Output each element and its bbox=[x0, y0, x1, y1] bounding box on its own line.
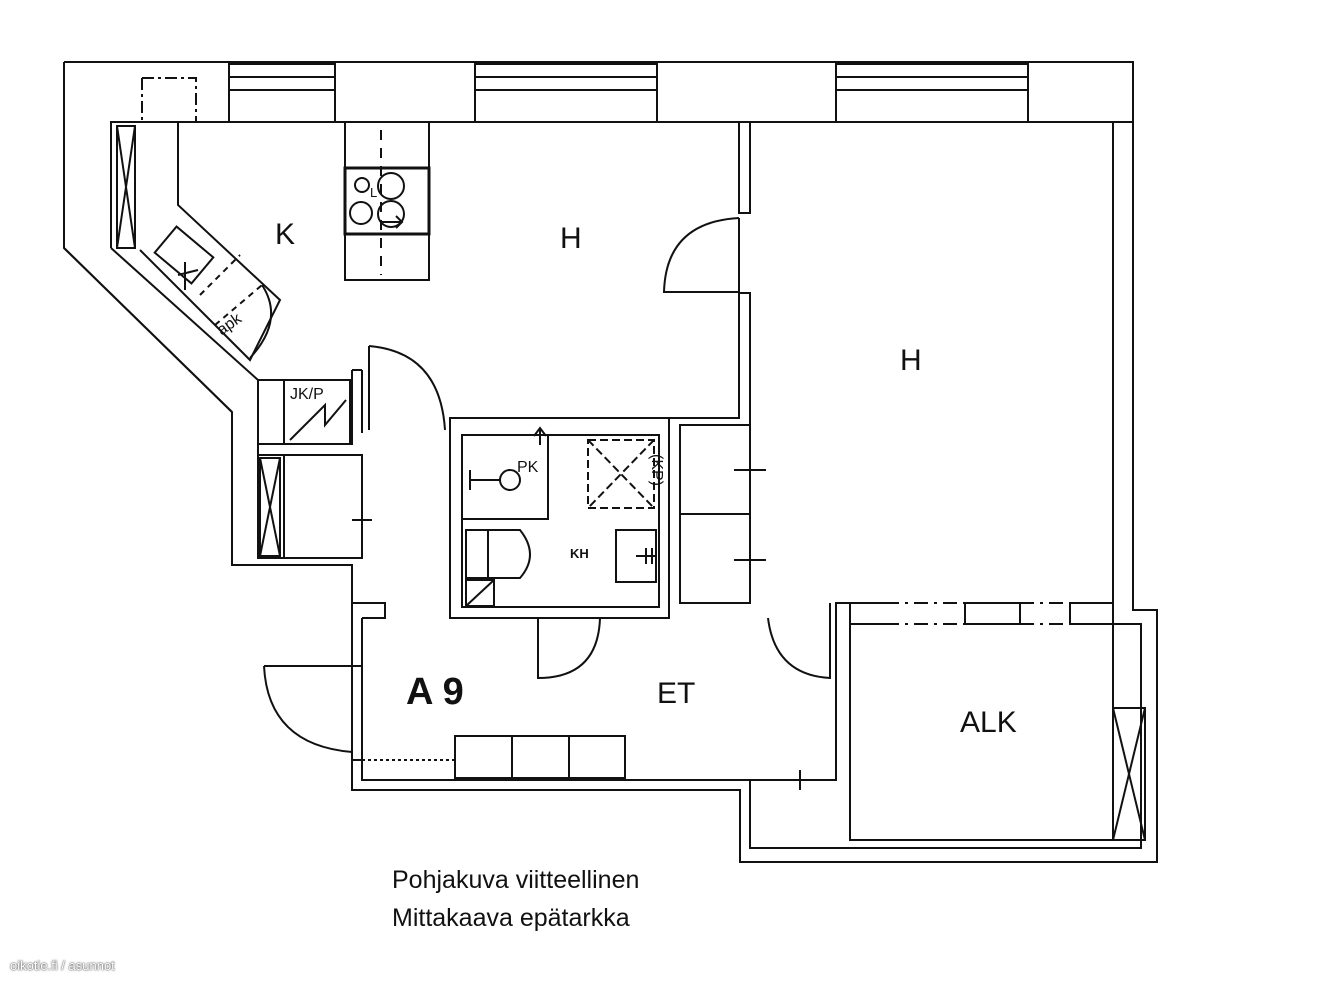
note-scale-inaccurate: Mittakaava epätarkka bbox=[392, 904, 630, 932]
outer-wall bbox=[63, 61, 1134, 619]
note-plan-indicative: Pohjakuva viitteellinen bbox=[392, 866, 640, 894]
fixture-label-stove: L bbox=[370, 185, 377, 200]
unit-label: A 9 bbox=[406, 671, 464, 713]
wardrobe-mid bbox=[679, 424, 766, 604]
fixture-label-washer: PK bbox=[517, 459, 539, 476]
window-top-1 bbox=[228, 63, 336, 123]
watermark: oikotie.fi / asunnot bbox=[10, 958, 115, 973]
window-top-2 bbox=[474, 63, 658, 123]
room-label-room-1: H bbox=[560, 222, 582, 255]
room-label-hall: ET bbox=[657, 677, 695, 710]
window-top-3 bbox=[835, 63, 1029, 123]
fixture-label-dryer: (KP) bbox=[648, 454, 665, 486]
closet-left bbox=[257, 454, 372, 559]
hall-cabinet bbox=[454, 735, 626, 779]
room-label-room-2: H bbox=[900, 344, 922, 377]
vent-shaft-left bbox=[116, 125, 136, 249]
room-label-bathroom: KH bbox=[570, 546, 589, 561]
kitchen-sink bbox=[153, 225, 215, 290]
bathroom bbox=[449, 417, 670, 619]
fixture-label-dishwasher: apk bbox=[214, 310, 246, 339]
outer-wall-inner bbox=[110, 121, 1113, 558]
stove-counter bbox=[343, 121, 431, 281]
fixture-label-fridge: JK/P bbox=[290, 386, 324, 403]
room-label-alcove: ALK bbox=[960, 706, 1017, 739]
room-label-kitchen: K bbox=[275, 218, 295, 251]
vent-shaft-right bbox=[1112, 707, 1146, 841]
